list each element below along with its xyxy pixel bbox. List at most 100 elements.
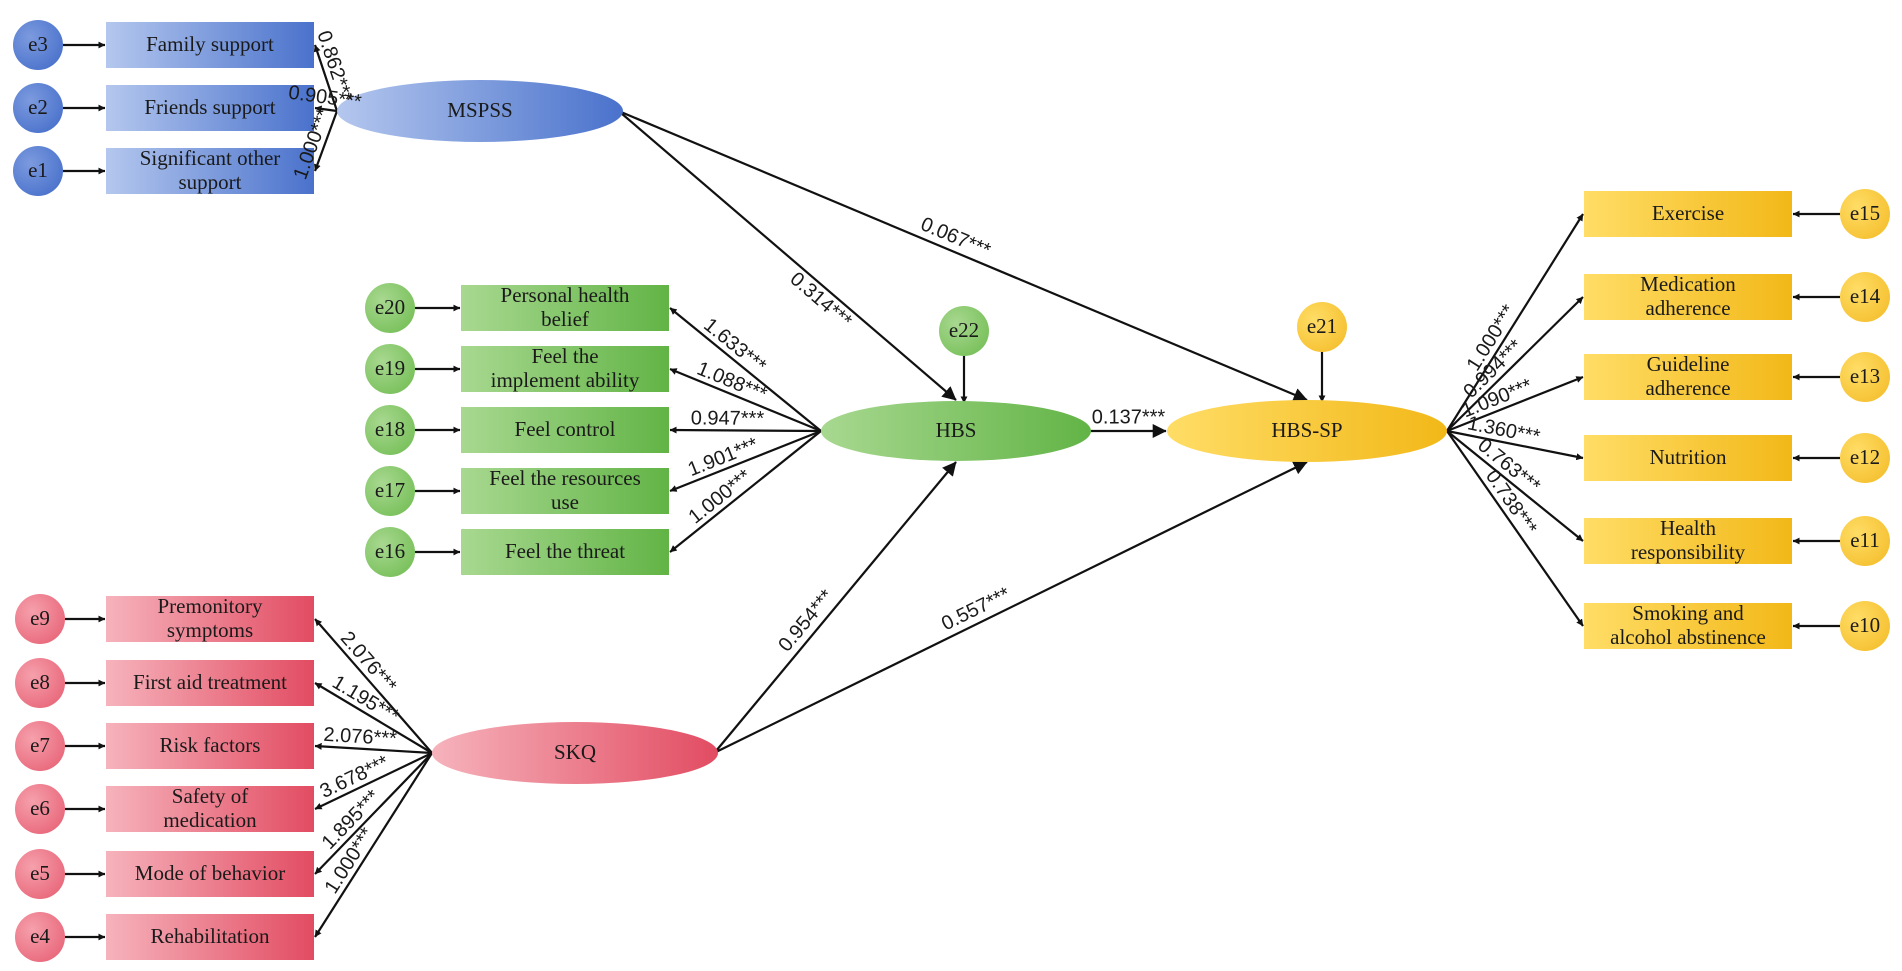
loading-arrow-mode [314, 752, 433, 875]
error-term-e12: e12 [1840, 433, 1890, 483]
path-arrow-mspss-hbs [620, 112, 957, 401]
error-circle [1840, 601, 1890, 651]
indicator-label: Family support [146, 32, 274, 56]
path-coef-skq-hbssp: 0.557*** [938, 583, 1014, 635]
latent-label: MSPSS [447, 98, 512, 122]
loading-arrow-healthresp [1446, 430, 1584, 542]
indicator-box [106, 660, 314, 706]
error-term-e14: e14 [1840, 272, 1890, 322]
error-label: e5 [30, 861, 50, 885]
indicator-label: symptoms [167, 618, 253, 642]
indicator-box [1584, 274, 1792, 320]
loading-arrow-ft [669, 430, 822, 553]
latent-ellipse [1167, 400, 1447, 462]
indicator-box [106, 723, 314, 769]
indicator-label: Medication [1640, 272, 1736, 296]
error-circle [15, 594, 65, 644]
loading-arrow-fia [669, 367, 822, 433]
latent-label: HBS-SP [1271, 418, 1342, 442]
disturbance-label: e21 [1307, 314, 1337, 338]
error-circle [13, 83, 63, 133]
path-coef-skq-hbs: 0.954*** [774, 585, 838, 656]
latent-label: HBS [936, 418, 977, 442]
indicator-box [1584, 191, 1792, 237]
indicator-box [1584, 435, 1792, 481]
error-label: e17 [375, 478, 405, 502]
error-label: e10 [1850, 613, 1880, 637]
error-term-e13: e13 [1840, 352, 1890, 402]
error-label: e20 [375, 295, 405, 319]
indicator-label: alcohol abstinence [1610, 625, 1766, 649]
loading-arrow-friends [314, 105, 338, 113]
error-circle [15, 721, 65, 771]
indicator-label: support [179, 170, 242, 194]
indicator-nutrition: Nutrition [1584, 435, 1792, 481]
indicator-exercise: Exercise [1584, 191, 1792, 237]
loading-arrow-safety [314, 752, 433, 810]
error-circle [1840, 189, 1890, 239]
error-label: e7 [30, 733, 50, 757]
indicator-label: adherence [1645, 296, 1730, 320]
loading-arrow-smoking [1446, 430, 1584, 627]
error-label: e1 [28, 158, 48, 182]
error-term-e3: e3 [13, 20, 63, 70]
indicator-label: Feel control [515, 417, 616, 441]
indicator-box [461, 529, 669, 575]
loading-coef-fru: 1.901*** [685, 433, 762, 481]
error-circle [365, 527, 415, 577]
path-coef-mspss-hbs: 0.314*** [786, 268, 856, 333]
path-coef-hbs-hbssp: 0.137*** [1092, 406, 1166, 428]
loading-coef-fc: 0.947*** [691, 407, 765, 429]
loading-arrow-prem [314, 618, 433, 754]
error-label: e12 [1850, 445, 1880, 469]
indicator-label: implement ability [491, 368, 640, 392]
error-term-e6: e6 [15, 784, 65, 834]
error-label: e8 [30, 670, 50, 694]
latent-ellipse [432, 722, 718, 784]
indicator-family: Family support [106, 22, 314, 68]
indicator-label: use [551, 490, 579, 514]
loading-arrow-fru [669, 429, 822, 493]
error-label: e15 [1850, 201, 1880, 225]
error-label: e13 [1850, 364, 1880, 388]
indicator-label: Mode of behavior [135, 861, 285, 885]
disturbance-circle [939, 306, 989, 356]
error-label: e19 [375, 356, 405, 380]
disturbance-circle [1297, 302, 1347, 352]
loading-arrow-medadh [1446, 296, 1584, 432]
error-term-e8: e8 [15, 658, 65, 708]
indicator-label: Smoking and [1632, 601, 1744, 625]
error-label: e4 [30, 924, 50, 948]
indicator-box [461, 346, 669, 392]
indicator-box [106, 148, 314, 194]
error-label: e3 [28, 32, 48, 56]
latent-ellipse [821, 401, 1091, 461]
error-circle [365, 344, 415, 394]
latent-mspss: MSPSS [337, 80, 623, 142]
loading-arrow-sigother [313, 110, 339, 172]
indicator-box [461, 468, 669, 514]
indicator-fat: First aid treatment [106, 660, 314, 706]
indicator-label: Risk factors [160, 733, 261, 757]
error-circle [1840, 352, 1890, 402]
indicator-label: Premonitory [158, 594, 263, 618]
indicator-box [106, 85, 314, 131]
loading-arrow-family [313, 44, 339, 112]
error-circle [1840, 433, 1890, 483]
indicator-label: Personal health [501, 283, 630, 307]
indicator-box [1584, 518, 1792, 564]
indicator-box [1584, 603, 1792, 649]
path-arrow-skq-hbssp [715, 461, 1308, 753]
error-term-e20: e20 [365, 283, 415, 333]
indicator-box [106, 786, 314, 832]
loading-arrow-risk [314, 742, 433, 755]
indicator-label: adherence [1645, 376, 1730, 400]
error-circle [1840, 516, 1890, 566]
error-term-e7: e7 [15, 721, 65, 771]
